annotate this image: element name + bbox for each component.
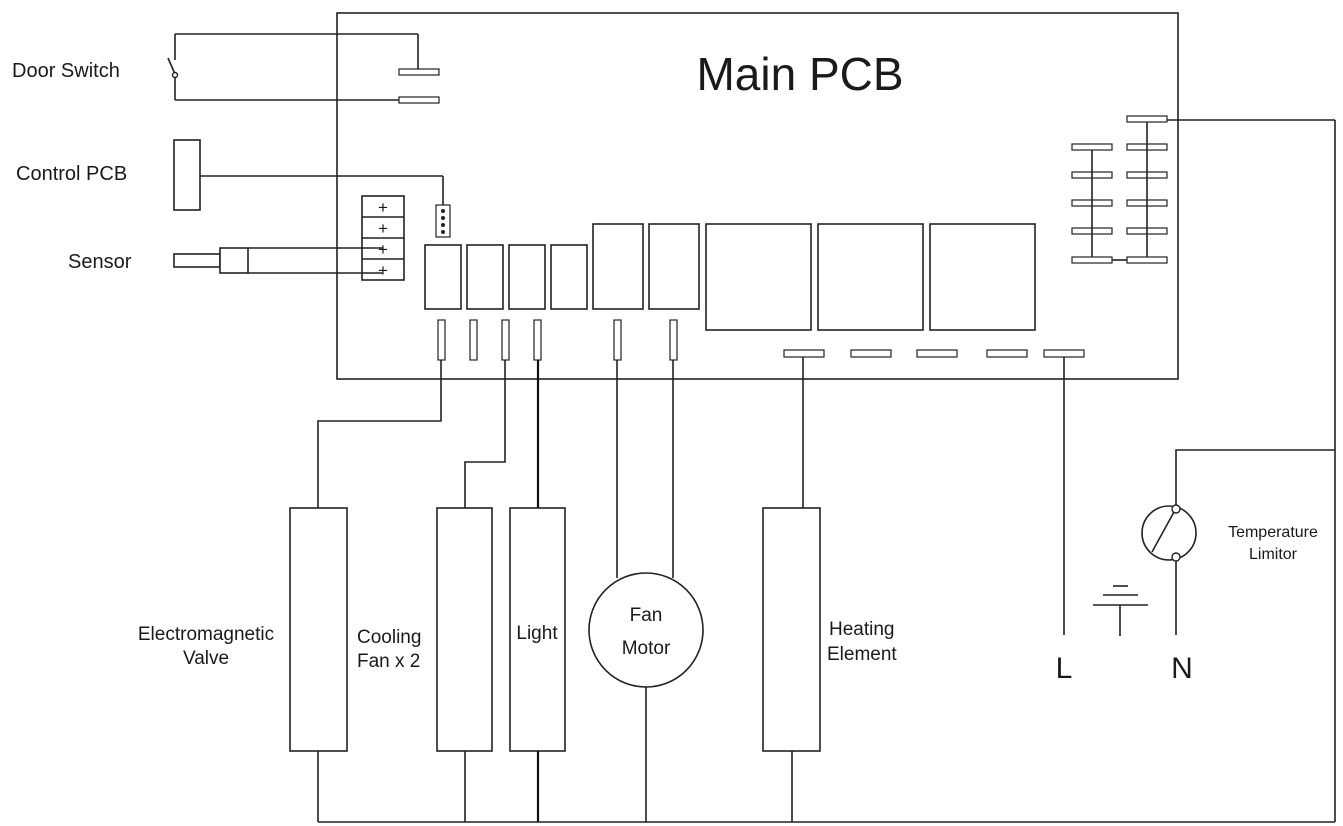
- output-terminal-1: [437, 319, 446, 361]
- bottom-terminal-5: [1043, 349, 1085, 358]
- sensor-terminal-block: + + + +: [361, 195, 405, 281]
- terminal-plus-3: +: [378, 240, 388, 259]
- line-terminal-label: L: [1056, 652, 1073, 685]
- relay-6: [648, 223, 700, 310]
- temperature-limiter-wiring: [1175, 449, 1335, 635]
- neutral-return-bus: [317, 119, 1336, 823]
- right-terminal-array: [1071, 115, 1168, 264]
- terminal-plus-2: +: [378, 219, 388, 238]
- heating-label-line1: Heating: [829, 619, 895, 640]
- bottom-terminal-1: [783, 349, 825, 358]
- sensor-probe: [173, 247, 383, 274]
- electromagnetic-valve: [289, 507, 348, 752]
- control-pcb-box: [173, 139, 201, 211]
- cooling-label-line2: Fan x 2: [357, 651, 420, 672]
- terminal-plus-1: +: [378, 198, 388, 217]
- light-label: Light: [516, 623, 558, 644]
- control-pcb-connector: [435, 204, 451, 238]
- temperature-limiter-symbol: [1141, 504, 1197, 562]
- relay-2: [466, 244, 504, 310]
- light: [509, 507, 566, 752]
- valve-label-line2: Valve: [183, 648, 229, 669]
- output-terminal-6: [669, 319, 678, 361]
- output-terminal-2: [469, 319, 478, 361]
- relay-1: [424, 244, 462, 310]
- relay-5: [592, 223, 644, 310]
- relay-4: [550, 244, 588, 310]
- cooling-fan: [436, 507, 493, 752]
- main-pcb-title: Main PCB: [696, 48, 903, 100]
- output-terminal-5: [613, 319, 622, 361]
- terminal-plus-4: +: [378, 261, 388, 280]
- door-switch-terminal-bottom: [398, 96, 440, 104]
- fan-motor: [588, 572, 704, 688]
- control-pcb-label: Control PCB: [16, 163, 127, 185]
- neutral-terminal-label: N: [1171, 652, 1193, 685]
- output-terminal-3: [501, 319, 510, 361]
- temperature-limiter-label-line1: Temperature: [1228, 524, 1318, 541]
- relay-3: [508, 244, 546, 310]
- door-switch-label: Door Switch: [12, 60, 120, 82]
- output-terminal-4: [533, 319, 542, 361]
- relay-7: [705, 223, 812, 331]
- cooling-label-line1: Cooling: [357, 627, 421, 648]
- temperature-limiter-label-line2: Limitor: [1249, 546, 1298, 563]
- heating-element: [762, 507, 821, 752]
- door-switch-terminal-top: [398, 68, 440, 76]
- bottom-terminal-2: [850, 349, 892, 358]
- relay-8: [817, 223, 924, 331]
- door-switch-symbol: [167, 33, 419, 101]
- control-pcb-wire: [200, 175, 444, 205]
- sensor-label: Sensor: [68, 251, 132, 273]
- relay-9: [929, 223, 1036, 331]
- bottom-terminal-3: [916, 349, 958, 358]
- ground-icon: [1093, 585, 1148, 636]
- load-wiring: [317, 357, 1065, 635]
- valve-label-line1: Electromagnetic: [138, 624, 274, 645]
- fan-motor-label-line2: Motor: [622, 638, 671, 659]
- fan-motor-label-line1: Fan: [630, 605, 663, 626]
- bottom-terminal-4: [986, 349, 1028, 358]
- heating-label-line2: Element: [827, 644, 897, 665]
